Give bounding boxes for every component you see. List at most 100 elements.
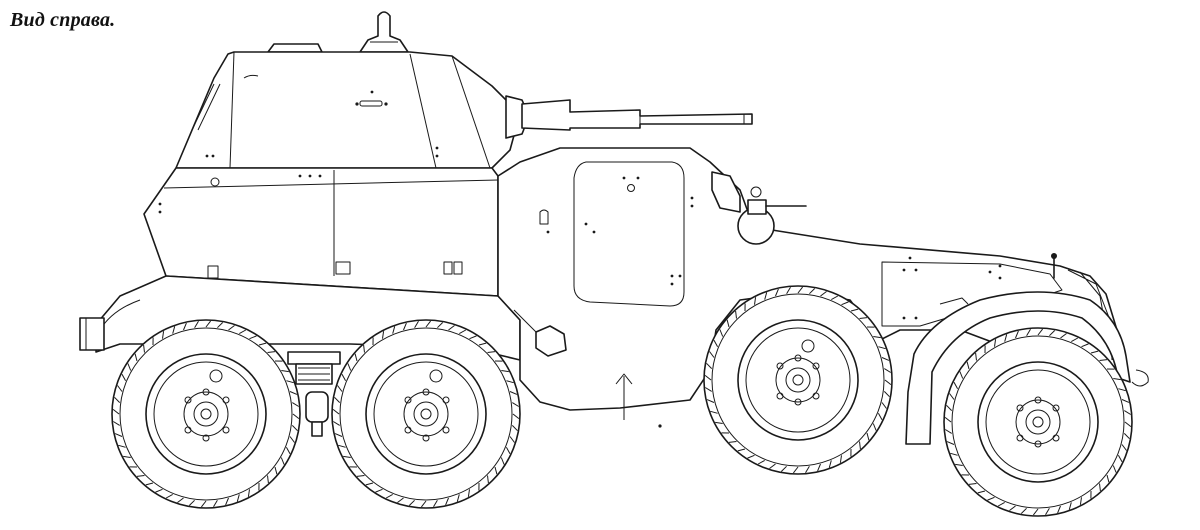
tread-mark [333, 421, 340, 426]
tread-mark [706, 362, 713, 369]
tread-mark [165, 493, 173, 499]
tread-mark [285, 447, 291, 455]
tread-mark [1015, 330, 1019, 339]
tread-mark [878, 346, 886, 350]
tread-mark [425, 320, 431, 328]
tread-mark [281, 370, 289, 373]
tread-mark [1081, 343, 1089, 348]
tread-mark [793, 466, 799, 474]
tread-mark [1009, 505, 1016, 511]
headlight [535, 325, 567, 357]
rear-bumper [79, 317, 105, 351]
tread-mark [494, 466, 498, 475]
tread-mark [459, 329, 467, 335]
tread-mark [1068, 502, 1072, 510]
tread-mark [884, 379, 892, 385]
tread-mark [997, 501, 1005, 507]
tread-mark [704, 375, 712, 381]
drawing-title: Вид справа. [10, 9, 116, 31]
tread-mark [338, 444, 346, 448]
tread-mark [775, 288, 779, 297]
tread-mark [113, 421, 120, 426]
tread-mark [710, 410, 718, 414]
tread-mark [445, 497, 449, 506]
tread-mark [883, 391, 890, 398]
tread-mark [764, 292, 768, 300]
tread-mark [828, 460, 832, 468]
tread-mark [274, 466, 278, 475]
tread-mark [1113, 378, 1121, 381]
tread-mark [797, 286, 803, 294]
tread-mark [487, 351, 496, 353]
tread-mark [500, 457, 505, 465]
tread-mark [1121, 444, 1127, 451]
rear-bogie [287, 351, 341, 437]
tread-mark [162, 331, 165, 339]
tread-mark [944, 417, 952, 423]
tread-mark [780, 465, 787, 472]
tread-mark [953, 381, 959, 389]
tread-mark [511, 425, 518, 432]
tread-mark [769, 463, 776, 469]
tread-mark [506, 380, 514, 384]
tread-mark [292, 402, 299, 407]
tread-mark [987, 496, 995, 501]
tread-mark [201, 500, 207, 508]
tread-mark [467, 489, 470, 497]
tread-mark [505, 447, 511, 455]
tread-mark [1060, 333, 1067, 339]
tread-mark [136, 475, 145, 477]
tread-mark [719, 329, 724, 337]
tread-mark [706, 399, 715, 403]
tread-mark [397, 497, 404, 503]
tread-mark [403, 322, 407, 331]
tread-mark [267, 475, 269, 484]
tread-mark [205, 320, 211, 328]
tread-mark [289, 391, 298, 395]
tread-mark [1026, 329, 1031, 336]
tread-mark [213, 500, 218, 507]
tread-mark [786, 287, 791, 294]
tread-mark [805, 466, 810, 473]
tread-mark [280, 457, 285, 465]
tread-mark [757, 459, 765, 465]
tread-mark [437, 322, 444, 329]
wheel-front [943, 327, 1133, 517]
tread-mark [1112, 465, 1117, 473]
tread-mark [155, 488, 163, 493]
tread-mark [841, 301, 849, 306]
tread-mark [177, 497, 184, 503]
tread-mark [1106, 474, 1110, 483]
turret-body [175, 51, 517, 169]
tread-mark [946, 404, 953, 411]
tread-mark [975, 352, 977, 361]
tread-mark [469, 335, 477, 340]
tread-mark [332, 409, 340, 415]
tread-mark [1117, 455, 1123, 463]
tread-mark [292, 413, 300, 419]
tread-mark [1099, 483, 1101, 492]
tread-mark [1045, 508, 1050, 515]
tread-mark [994, 339, 997, 347]
tread-mark [291, 425, 298, 432]
tread-mark [735, 310, 737, 319]
tread-mark [1090, 350, 1099, 354]
side-door [573, 161, 685, 307]
tread-mark [239, 329, 247, 335]
gun-barrel [521, 99, 753, 131]
tread-mark [249, 335, 257, 340]
tread-mark [117, 385, 123, 392]
tread-mark [1049, 330, 1056, 337]
tread-mark [950, 452, 958, 456]
tread-mark [112, 409, 120, 415]
tread-mark [839, 455, 842, 463]
wheel-rear-1 [111, 319, 301, 509]
tread-mark [1004, 334, 1008, 342]
tread-mark [966, 361, 970, 370]
tread-mark [354, 353, 358, 362]
tread-mark [754, 297, 757, 305]
tread-mark [127, 363, 132, 371]
tread-mark [509, 391, 518, 395]
tread-mark [1079, 497, 1082, 505]
tread-mark [1057, 505, 1061, 514]
